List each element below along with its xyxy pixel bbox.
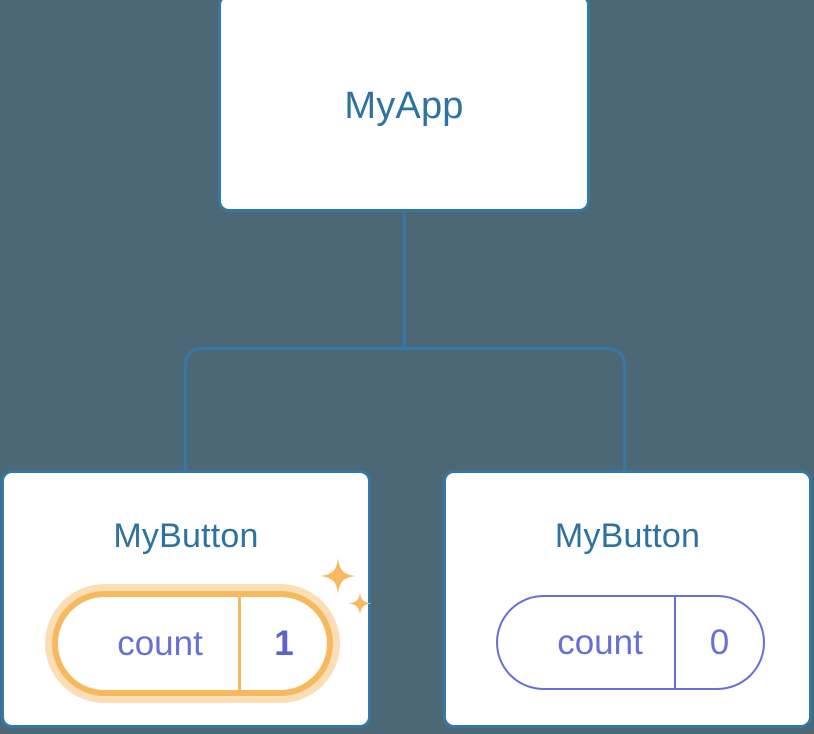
- state-value-label: 0: [674, 597, 763, 688]
- state-key-label: count: [557, 622, 643, 662]
- connector-branch-bar: [184, 347, 626, 470]
- node-card-mybutton-left[interactable]: MyButton count 1: [1, 470, 371, 728]
- state-pill-count-highlighted[interactable]: count 1: [52, 591, 333, 696]
- state-pill-count-plain[interactable]: count 0: [496, 595, 765, 690]
- state-key-label: count: [117, 623, 203, 663]
- node-title-mybutton-right: MyButton: [554, 517, 701, 555]
- node-title-mybutton-left: MyButton: [113, 517, 259, 555]
- node-card-mybutton-right[interactable]: MyButton count 0: [443, 470, 812, 728]
- node-title-myapp: MyApp: [344, 85, 464, 127]
- state-value-label: 1: [238, 597, 327, 690]
- node-card-myapp[interactable]: MyApp: [218, 0, 590, 212]
